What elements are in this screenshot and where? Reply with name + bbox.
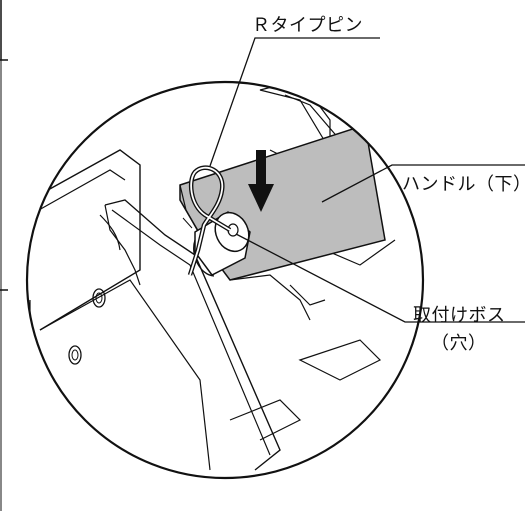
label-r-type-pin: Ｒタイプピン [252, 15, 363, 36]
label-hole: （穴） [431, 333, 487, 354]
detail-circle [25, 80, 425, 480]
leader-r-pin [209, 37, 380, 167]
bolt-hole [68, 345, 82, 365]
label-mounting-boss: 取付けボス [413, 305, 506, 326]
leader-handle [321, 164, 525, 203]
magnified-detail [29, 82, 396, 471]
insert-arrow-head [248, 184, 274, 212]
bolt-hole [92, 288, 106, 308]
insert-arrow-shaft [256, 150, 266, 186]
leader-boss [235, 233, 525, 323]
label-handle-lower: ハンドル（下） [402, 174, 530, 195]
